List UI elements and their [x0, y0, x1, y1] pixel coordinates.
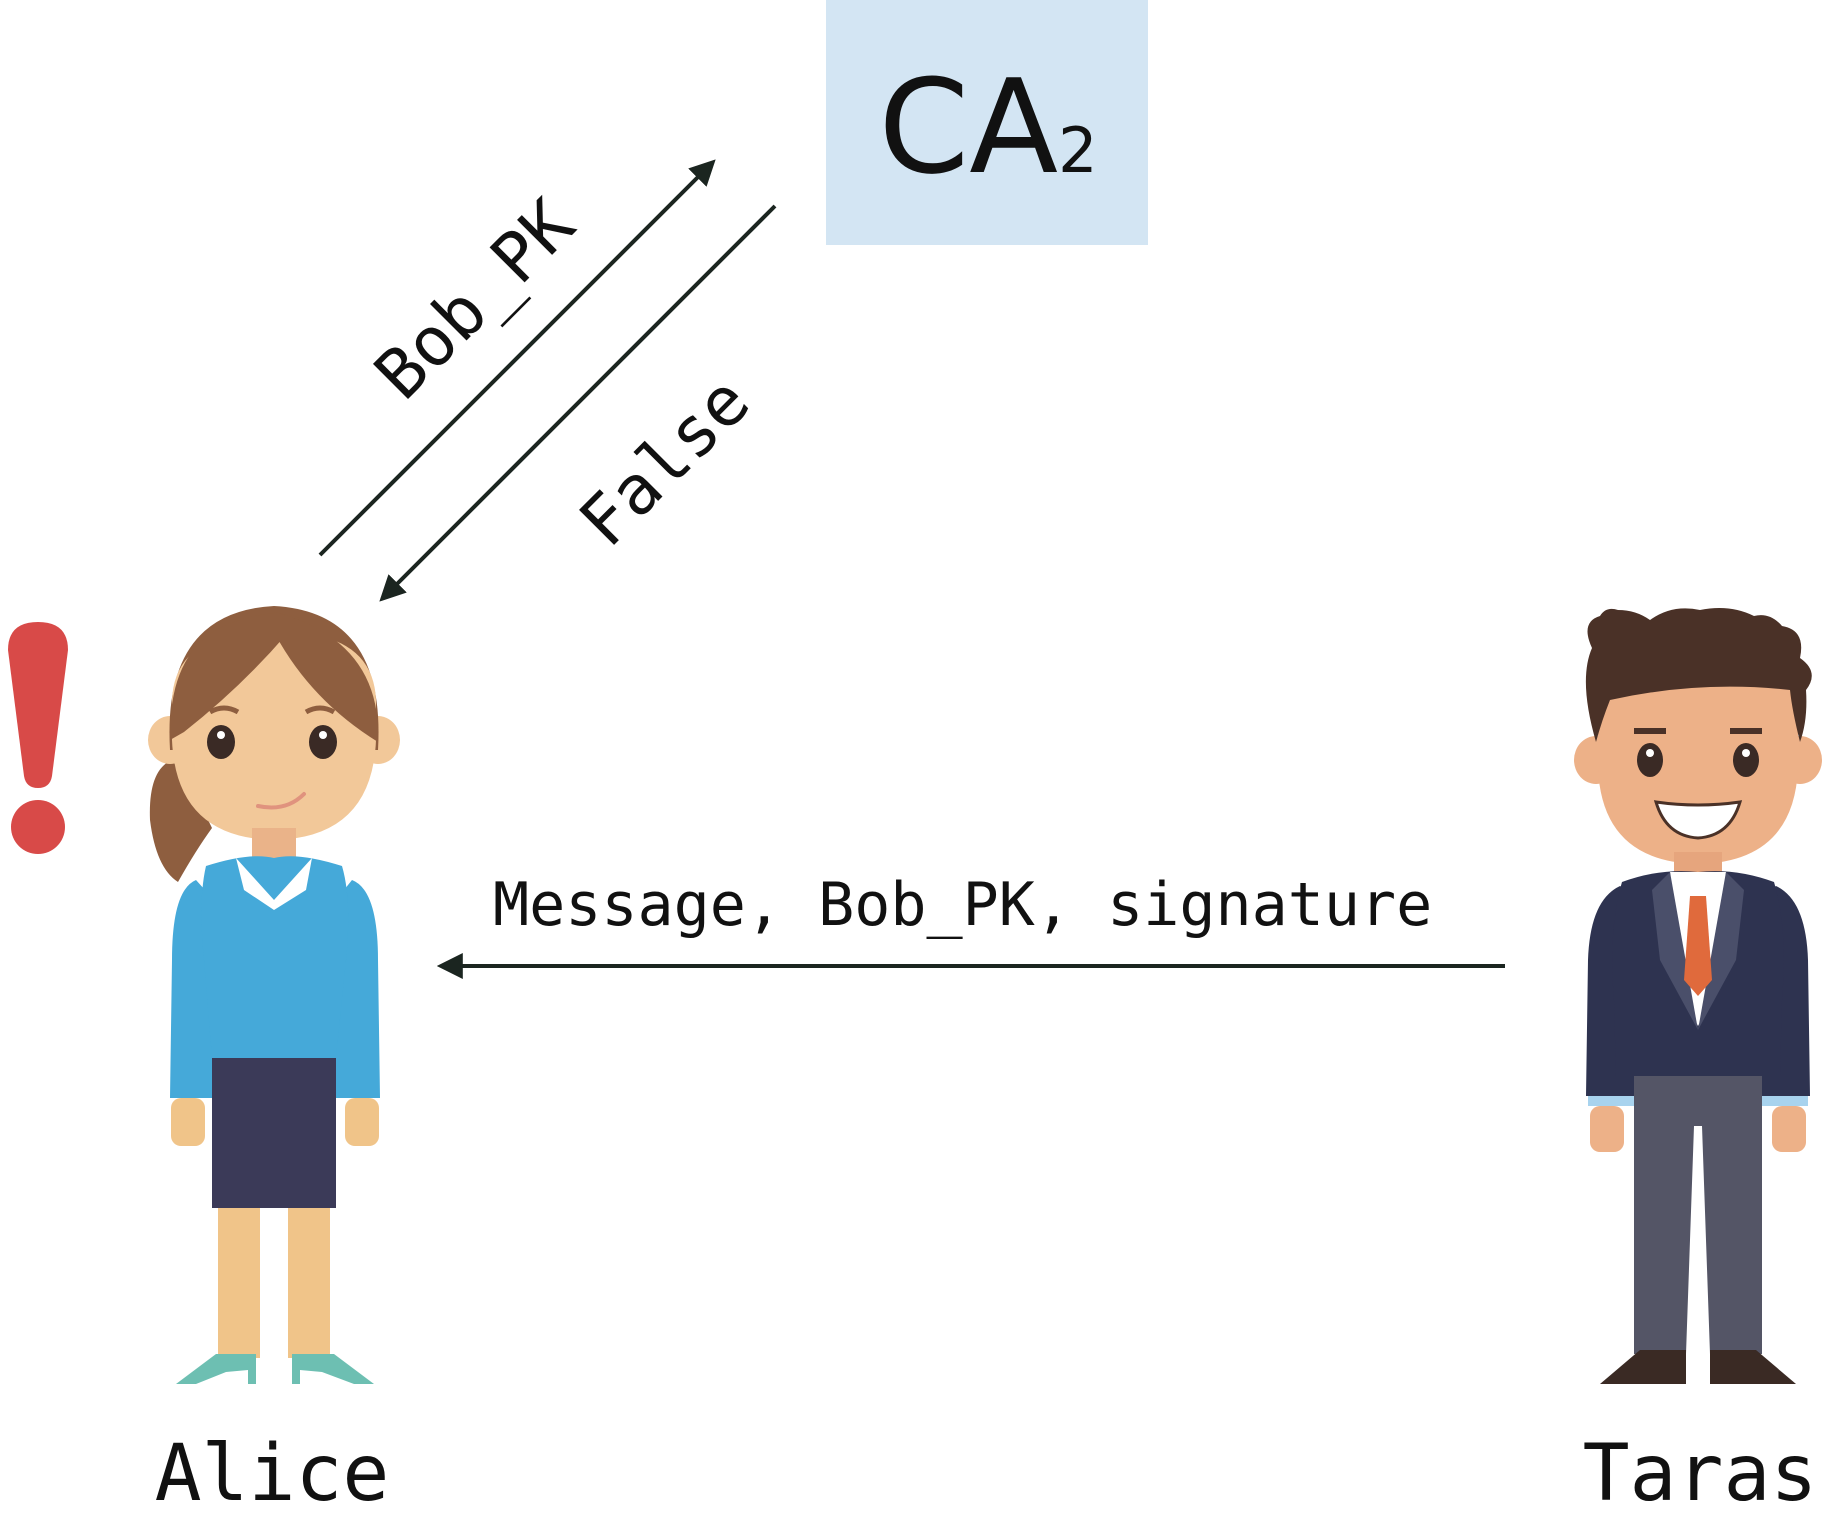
- alice-figure: [148, 606, 400, 1384]
- request-arrow: [318, 159, 716, 557]
- taras-cuff-right: [1762, 1096, 1808, 1106]
- alert-dot: [11, 800, 65, 854]
- alice-eye-right: [309, 725, 337, 759]
- taras-eye-left: [1637, 743, 1663, 777]
- ca-label: CA2: [878, 51, 1097, 203]
- alice-sweater: [201, 856, 349, 1058]
- alice-leg-right: [288, 1208, 330, 1358]
- alice-ponytail: [149, 760, 212, 882]
- taras-eye-right-glint: [1742, 749, 1750, 757]
- taras-face: [1598, 660, 1798, 864]
- alice-eye-left: [207, 725, 235, 759]
- alice-eye-left-glint: [217, 731, 225, 739]
- alice-leg-left: [218, 1208, 260, 1358]
- taras-smile: [1653, 800, 1743, 840]
- taras-eye-right: [1733, 743, 1759, 777]
- response-arrow: [379, 204, 777, 602]
- taras-eye-left-glint: [1646, 749, 1654, 757]
- taras-lapel-right: [1698, 872, 1744, 1030]
- taras-brow-right: [1730, 728, 1762, 734]
- alice-skirt: [212, 1058, 336, 1208]
- alert-icon: [8, 622, 68, 854]
- alert-bar: [8, 622, 68, 788]
- alice-hand-right: [345, 1098, 379, 1146]
- alice-fringe-right: [274, 612, 379, 742]
- alice-fringe: [169, 613, 300, 740]
- taras-figure: [1574, 608, 1822, 1384]
- alice-smile: [256, 792, 306, 810]
- taras-cuff-left: [1588, 1096, 1634, 1106]
- ca-node: CA2: [826, 0, 1148, 245]
- alice-brow-right: [304, 705, 336, 715]
- taras-brow-left: [1634, 728, 1666, 734]
- alice-eye-right-glint: [319, 731, 327, 739]
- taras-lapel-left: [1652, 872, 1698, 1030]
- taras-hand-right: [1772, 1106, 1806, 1152]
- alice-hand-left: [171, 1098, 205, 1146]
- alice-brow-left: [208, 705, 240, 715]
- message-arrow-label: Message, Bob_PK, signature: [493, 870, 1432, 940]
- taras-name-label: Taras: [1583, 1429, 1818, 1519]
- ca-name: CA: [878, 51, 1058, 203]
- alice-shoe-left: [176, 1354, 256, 1384]
- alice-name-label: Alice: [155, 1429, 390, 1519]
- ca-box: [826, 0, 1148, 245]
- alice-shoe-right: [292, 1354, 374, 1384]
- taras-tie: [1684, 896, 1712, 996]
- taras-shoe-left: [1600, 1350, 1686, 1384]
- alice-collar: [236, 858, 312, 910]
- taras-hand-left: [1590, 1106, 1624, 1152]
- taras-shoe-right: [1710, 1350, 1796, 1384]
- taras-trousers: [1634, 1076, 1762, 1354]
- response-arrow-label: False: [565, 362, 766, 563]
- request-arrow-label: Bob_PK: [360, 185, 590, 415]
- taras-hair: [1585, 608, 1812, 742]
- ca-subscript: 2: [1058, 114, 1097, 187]
